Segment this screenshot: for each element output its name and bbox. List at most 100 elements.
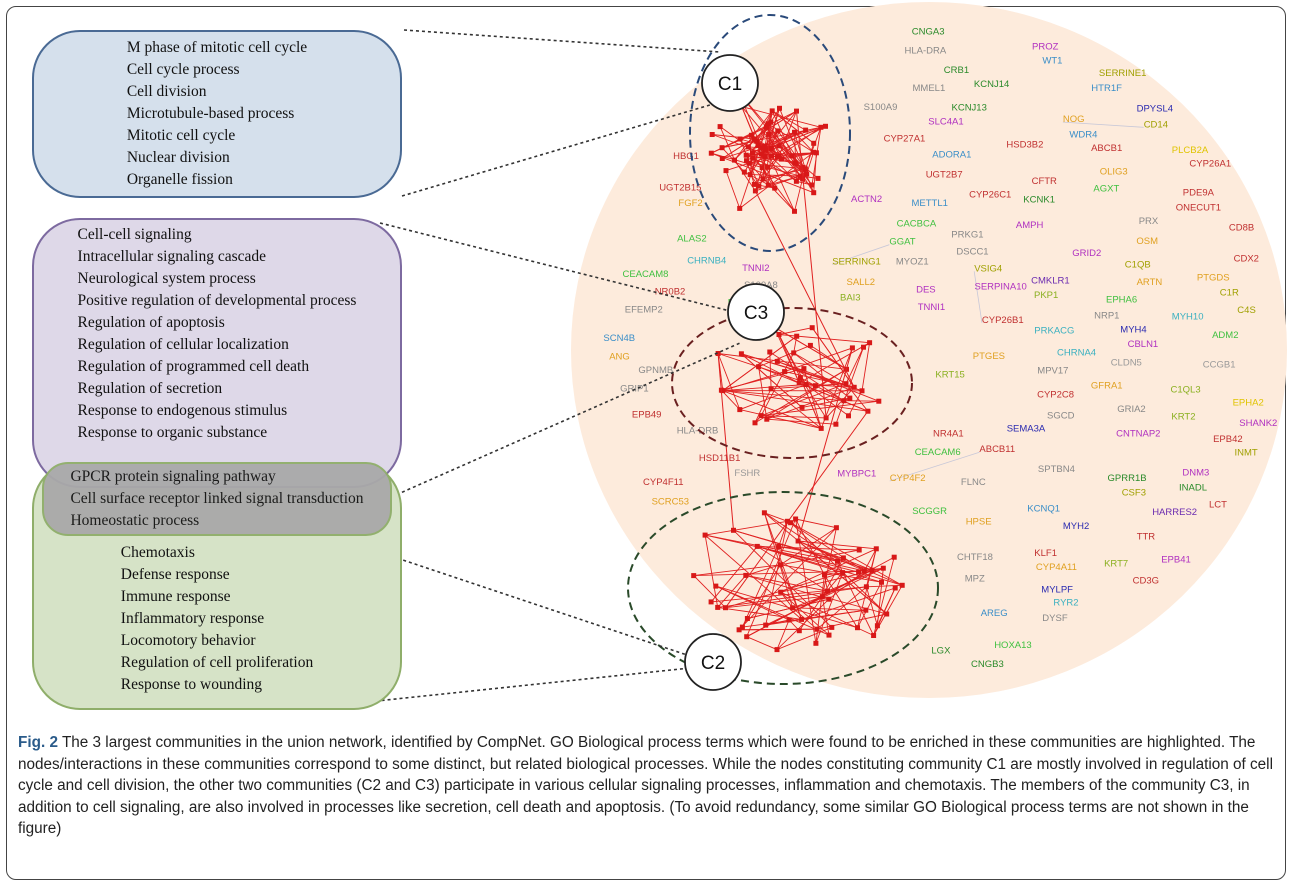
gene-label: GPNMB — [638, 365, 673, 376]
network-node — [792, 129, 797, 135]
gene-label: CYP26A1 — [1189, 159, 1231, 170]
network-node — [865, 408, 871, 414]
gene-label: EPB41 — [1161, 554, 1191, 565]
network-node — [752, 188, 758, 194]
gene-label: AGXT — [1093, 183, 1119, 194]
gene-label: CHRNB4 — [687, 255, 726, 266]
network-edge — [741, 546, 780, 628]
network-edge — [739, 409, 822, 429]
gene-label: AREG — [981, 608, 1008, 619]
network-edge — [760, 352, 795, 416]
network-node — [815, 175, 821, 181]
network-node — [790, 605, 796, 611]
network-node — [723, 605, 728, 611]
network-edge — [835, 347, 864, 425]
network-node — [745, 144, 751, 150]
network-edge — [848, 390, 863, 417]
network-node — [822, 572, 827, 578]
network-node — [833, 421, 839, 427]
network-edge — [738, 527, 837, 631]
network-node — [739, 104, 745, 110]
network-edge — [761, 167, 795, 212]
network-edge — [811, 327, 855, 388]
network-node — [777, 105, 782, 111]
gene-label: PRKACG — [1034, 325, 1074, 336]
gene-label: ALAS2 — [677, 233, 707, 244]
gene-label: LCT — [1209, 500, 1227, 511]
network-edge — [824, 574, 858, 628]
network-edge — [811, 127, 822, 186]
network-node — [758, 413, 764, 419]
network-node — [797, 375, 803, 381]
network-edge — [717, 575, 747, 608]
network-node — [869, 567, 875, 573]
network-node — [823, 415, 829, 421]
network-edge — [796, 180, 813, 186]
network-edge — [776, 619, 790, 650]
c1-go-term: Mitotic cell cycle — [126, 127, 236, 144]
gene-label: PTGES — [973, 351, 1005, 362]
network-node — [759, 151, 764, 157]
network-node — [796, 380, 802, 386]
network-node — [768, 119, 774, 125]
gene-label: MPV17 — [1037, 366, 1068, 377]
network-edge — [820, 347, 853, 429]
network-edge — [793, 336, 798, 353]
network-node — [759, 145, 765, 151]
network-edge — [739, 628, 818, 631]
gene-label: C4S — [1237, 305, 1255, 316]
network-node — [818, 425, 824, 431]
network-node — [856, 547, 862, 553]
network-node — [766, 131, 772, 137]
network-node — [825, 588, 830, 594]
network-node — [879, 579, 884, 585]
c3-go-term: Cell-cell signaling — [77, 226, 192, 243]
network-edge — [790, 522, 903, 586]
network-node — [793, 178, 799, 184]
network-node — [811, 149, 817, 155]
gene-label: HOXA13 — [994, 640, 1031, 651]
network-node — [847, 395, 853, 401]
network-node — [826, 596, 832, 602]
network-edge — [745, 574, 830, 600]
gene-label: GGAT — [889, 237, 915, 248]
network-edge — [711, 152, 814, 194]
network-node — [720, 388, 726, 394]
network-node — [863, 607, 869, 613]
c3-go-term: Regulation of apoptosis — [77, 314, 225, 331]
network-edge — [815, 572, 844, 644]
network-node — [748, 132, 754, 138]
network-node — [799, 616, 805, 622]
shared-go-term: GPCR protein signaling pathway — [70, 468, 276, 485]
c3-go-term: Response to organic substance — [77, 424, 268, 441]
network-node — [789, 153, 795, 159]
gene-label: DES — [916, 285, 936, 296]
gene-label: HSD3B2 — [1006, 140, 1043, 151]
gene-label: KRT15 — [935, 370, 964, 381]
network-edge — [778, 334, 800, 384]
gene-label: MPZ — [965, 574, 985, 585]
network-edge — [745, 564, 781, 576]
gene-label: SCN4B — [603, 333, 635, 344]
network-edge — [795, 518, 837, 529]
community-c3-network — [715, 111, 882, 608]
gene-label: CYP26B1 — [982, 315, 1024, 326]
network-node — [737, 136, 743, 142]
gene-label: WT1 — [1042, 56, 1062, 67]
gene-label: TNNI2 — [742, 263, 769, 274]
gene-label: ABCB1 — [1091, 143, 1122, 154]
network-node — [769, 108, 775, 114]
gene-label: INMT — [1235, 448, 1258, 459]
network-node — [776, 332, 782, 337]
gene-label: TNNI1 — [918, 302, 945, 313]
network-edge — [766, 368, 847, 420]
gene-label: CCGB1 — [1203, 360, 1236, 371]
gene-label: KRT7 — [1104, 558, 1128, 569]
network-edge — [794, 131, 814, 153]
network-edge — [758, 366, 768, 420]
c3-go-term: Positive regulation of developmental pro… — [77, 292, 357, 309]
network-node — [702, 532, 708, 538]
network-edge — [717, 353, 741, 410]
